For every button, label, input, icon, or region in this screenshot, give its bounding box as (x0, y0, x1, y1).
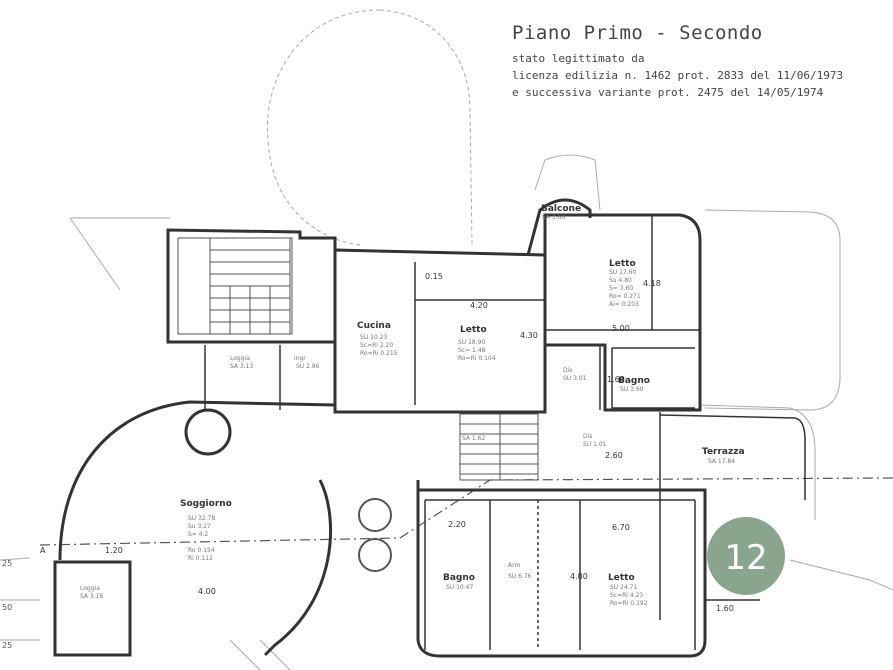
info-letto-1-a: SU 17.60 (609, 269, 636, 276)
label-bagno-1: Bagno (618, 376, 650, 386)
info-letto-3-a: SU 24.71 (610, 584, 637, 591)
dim-120: 1.20 (105, 546, 123, 555)
background-outlines (0, 9, 893, 670)
dim-480: 4.80 (570, 572, 588, 581)
info-soggiorno-a: SU 32.78 (188, 515, 215, 522)
label-bagno-2: Bagno (443, 573, 475, 583)
exterior-walls (53, 198, 707, 658)
interior-walls (204, 215, 700, 650)
plan-subtitle-3: e successiva variante prot. 2475 del 14/… (512, 86, 824, 99)
terrace-outline (659, 414, 806, 601)
label-balcone: Balcone (541, 204, 581, 214)
label-arm: Arm (508, 562, 520, 569)
column-ring (184, 408, 232, 456)
edge-tick-2: 50 (2, 603, 12, 612)
ornament-top (358, 498, 392, 532)
label-letto-1: Letto (609, 259, 636, 269)
listing-badge-label: 12 (724, 538, 767, 578)
plan-subtitle-2: licenza edilizia n. 1462 prot. 2833 del … (512, 69, 844, 82)
dim-220: 2.20 (448, 520, 466, 529)
plan-subtitle-1: stato legittimato da (512, 52, 645, 65)
info-terrazza: SA 17.84 (708, 458, 735, 465)
info-loggia-2: SA 3.16 (80, 593, 103, 600)
info-arm: SU 6.76 (508, 573, 532, 580)
label-loggia-1: Loggia (230, 355, 250, 362)
dim-670: 6.70 (612, 523, 630, 532)
dim-160-b: 1.60 (716, 604, 734, 613)
ornament-bottom (358, 538, 392, 572)
dim-420: 4.20 (470, 301, 488, 310)
section-line (39, 477, 893, 546)
listing-badge (707, 517, 785, 595)
label-terrazza: Terrazza (702, 447, 745, 457)
info-letto-1-c: S= 3.60 (609, 285, 633, 292)
info-letto-2-b: Sc= 1.48 (458, 347, 486, 354)
label-dis-1: Dis (563, 367, 572, 374)
info-balcone: SA 3.60 (542, 214, 565, 221)
stair-center (459, 413, 539, 481)
info-letto-2-a: SU 18.90 (458, 339, 485, 346)
info-ingr: SU 2.86 (296, 363, 320, 370)
info-dis-2: SU 1.01 (583, 441, 607, 448)
label-cucina: Cucina (357, 321, 391, 331)
label-soggiorno: Soggiorno (180, 499, 232, 509)
dim-260: 2.60 (605, 451, 623, 460)
dim-160-a: 1.60 (607, 375, 625, 384)
info-soggiorno-b: Su 3.27 (188, 523, 211, 530)
info-soggiorno-c: S= 4.2 (188, 531, 208, 538)
info-letto-2-c: Ro=Ri 0.104 (458, 355, 496, 362)
plan-title: Piano Primo - Secondo (512, 22, 763, 44)
info-cucina-b: Sc=Ri 2.20 (360, 342, 393, 349)
stair-top (177, 237, 293, 335)
dim-418: 4.18 (643, 279, 661, 288)
section-marker: A (40, 546, 46, 555)
info-soggiorno-e: Ri 0.112 (188, 555, 213, 562)
label-letto-3: Letto (608, 573, 635, 583)
info-soggiorno-d: Ro 0.154 (188, 547, 215, 554)
info-letto-3-b: Sc=Ri 4.23 (610, 592, 643, 599)
info-letto-1-b: Su 4.80 (609, 277, 632, 284)
edge-tick-3: 25 (2, 641, 12, 650)
info-letto-1-e: Ai= 0.203 (609, 301, 639, 308)
info-bagno-2: SU 10.47 (446, 584, 473, 591)
label-loggia-2: Loggia (80, 585, 100, 592)
edge-tick-1: 25 (2, 559, 12, 568)
info-dis-1: SU 3.01 (563, 375, 587, 382)
label-letto-2: Letto (460, 325, 487, 335)
info-cucina-a: SU 10.23 (360, 334, 387, 341)
info-letto-3-c: Ro=Ri 0.192 (610, 600, 648, 607)
info-loggia-1: SA 3.13 (230, 363, 253, 370)
label-ingr: ingr (294, 355, 306, 362)
dim-400: 4.00 (198, 587, 216, 596)
info-cucina-c: Ro=Ri 0.215 (360, 350, 398, 357)
info-bagno-1: SU 3.60 (620, 386, 644, 393)
title-block: Piano Primo - Secondo stato legittimato … (512, 22, 843, 101)
dim-015: 0.15 (425, 272, 443, 281)
label-dis-2: Dis (583, 433, 592, 440)
info-letto-1-d: Ro= 0.271 (609, 293, 641, 300)
dim-430: 4.30 (520, 331, 538, 340)
living-curve (58, 400, 336, 657)
dim-500: 5.00 (612, 324, 630, 333)
info-scala: SA 1.62 (462, 435, 485, 442)
